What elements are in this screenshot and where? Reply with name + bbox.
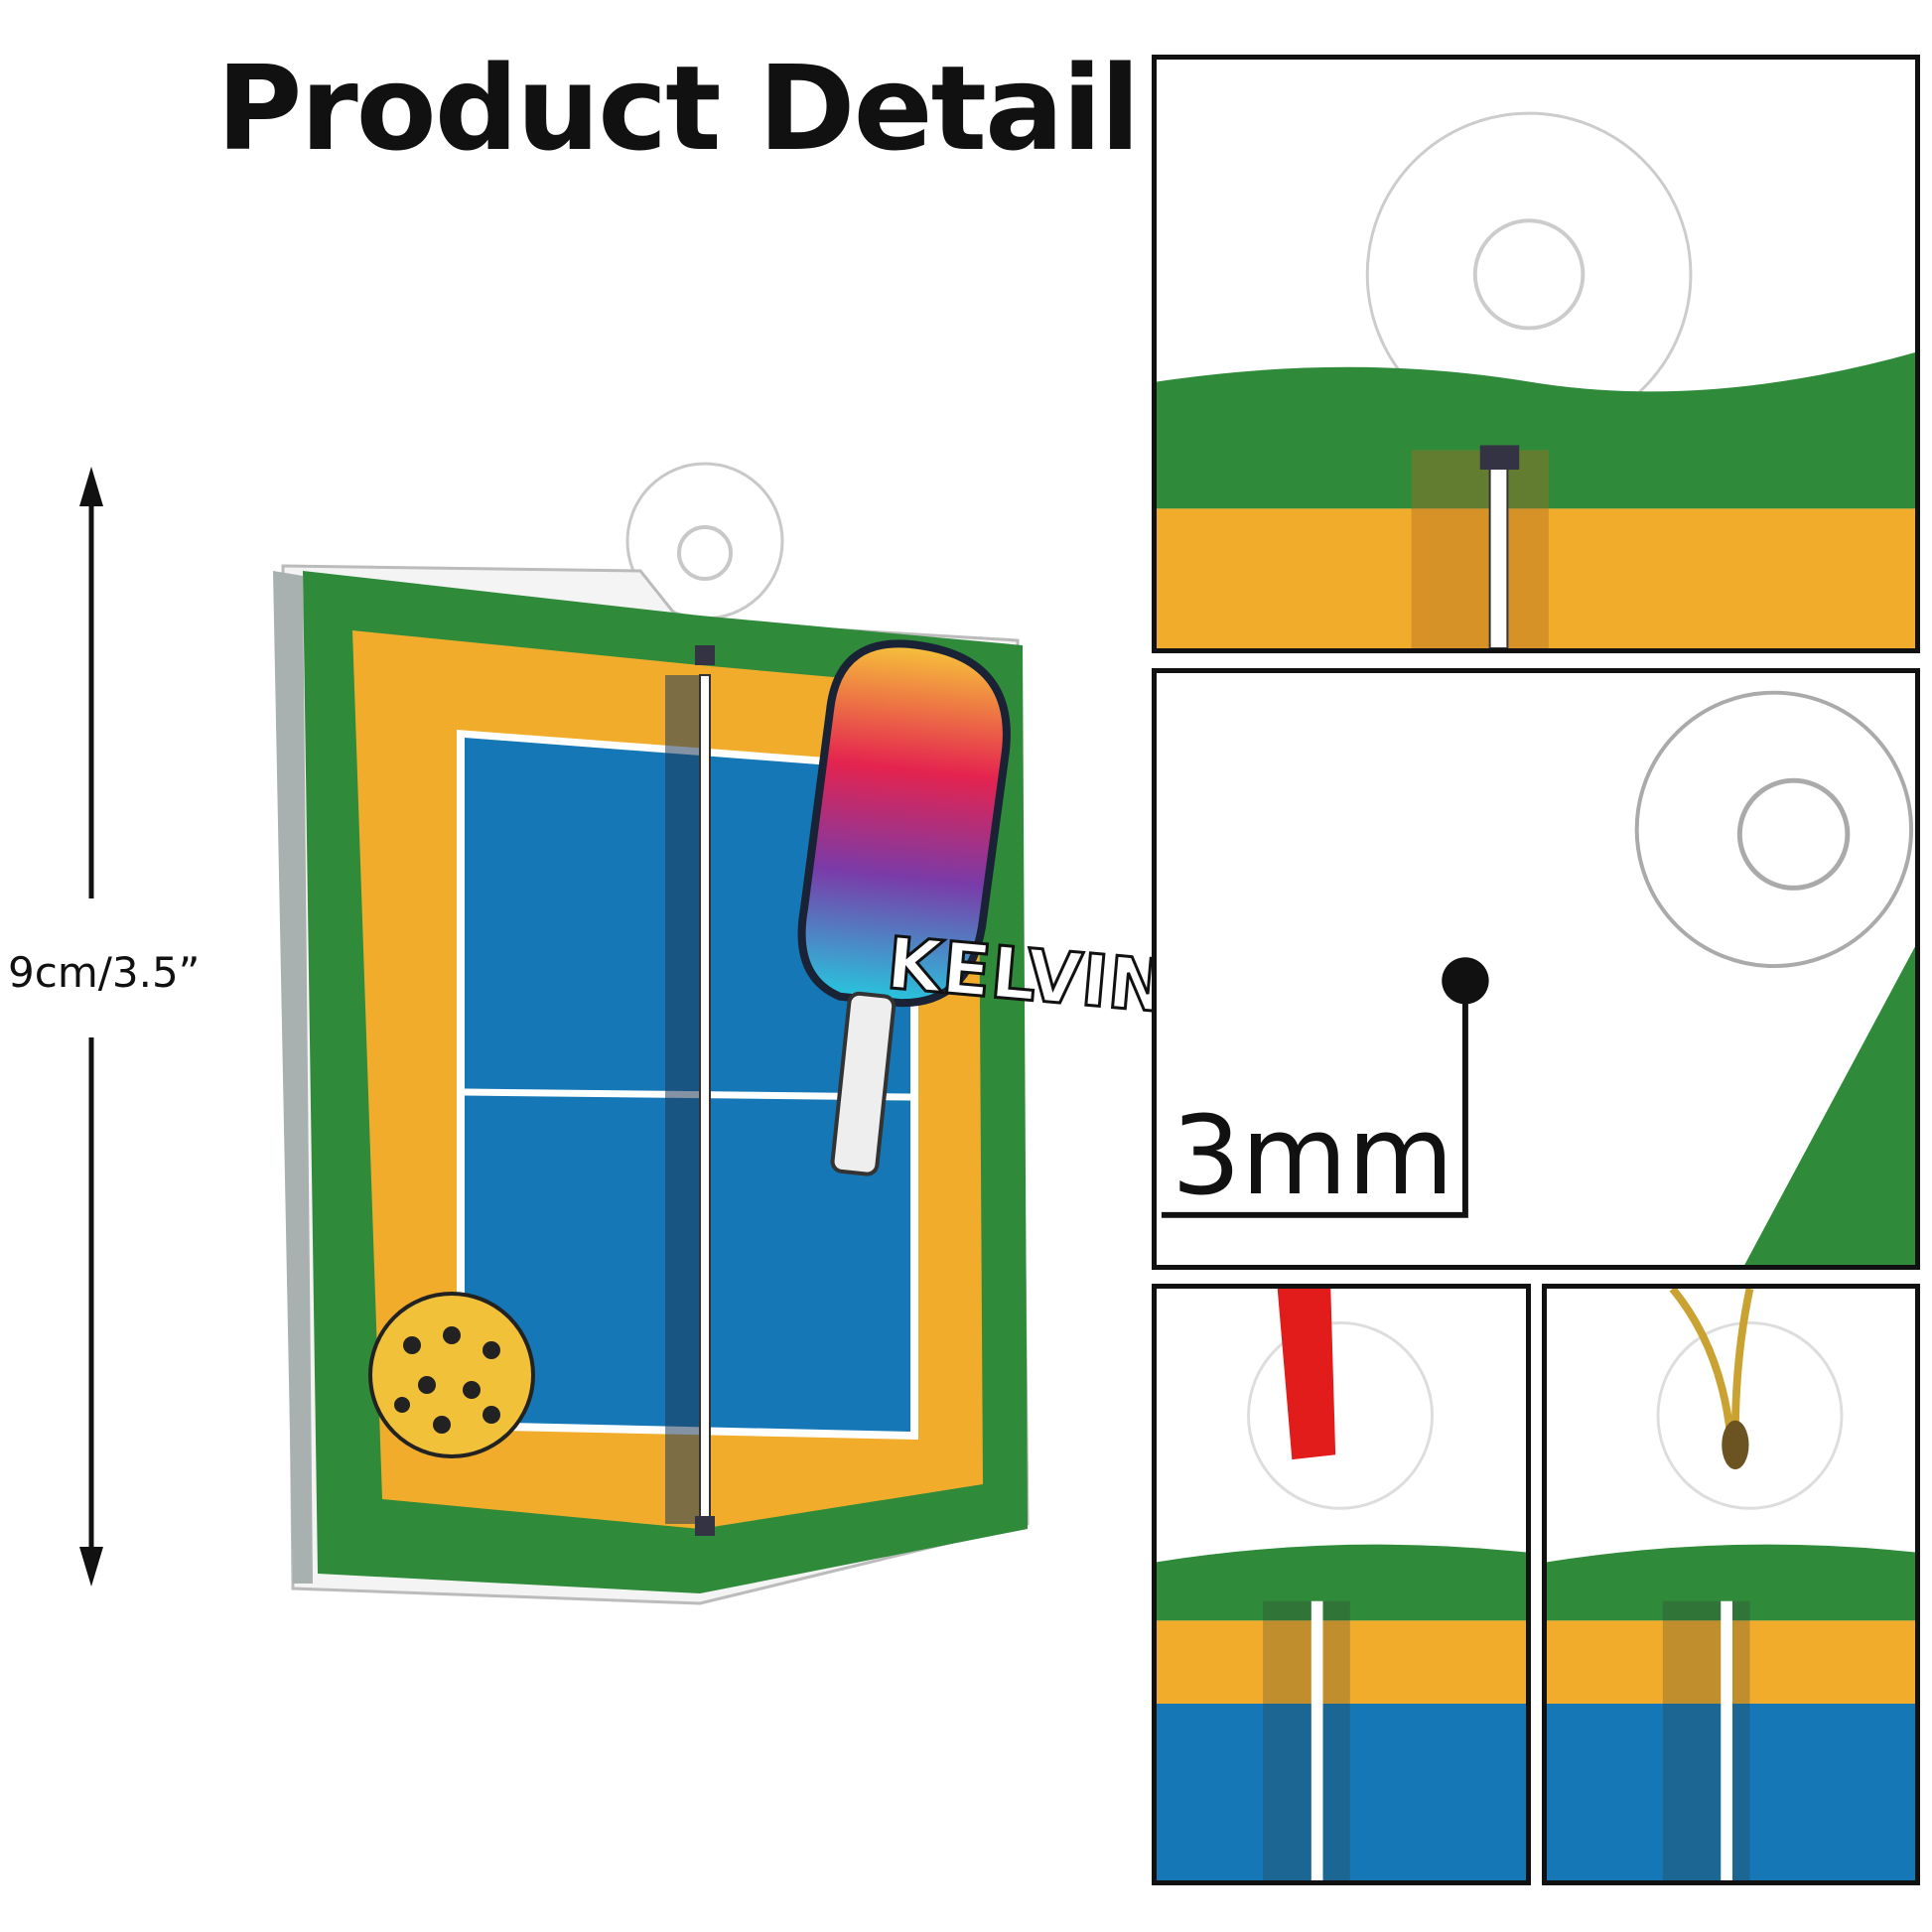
detail-gold-cord: [1542, 1284, 1920, 1885]
detail-red-ribbon: [1152, 1284, 1531, 1885]
height-arrow-icon: [79, 467, 103, 1587]
dimension-label: 9cm/3.5”: [8, 948, 201, 997]
thickness-label: 3mm: [1172, 1092, 1454, 1219]
ornament-image: [273, 462, 1030, 1605]
detail-thickness-closeup: [1152, 668, 1920, 1270]
detail-hole-closeup: [1152, 55, 1920, 653]
page-title: Product Detail: [216, 40, 1141, 177]
